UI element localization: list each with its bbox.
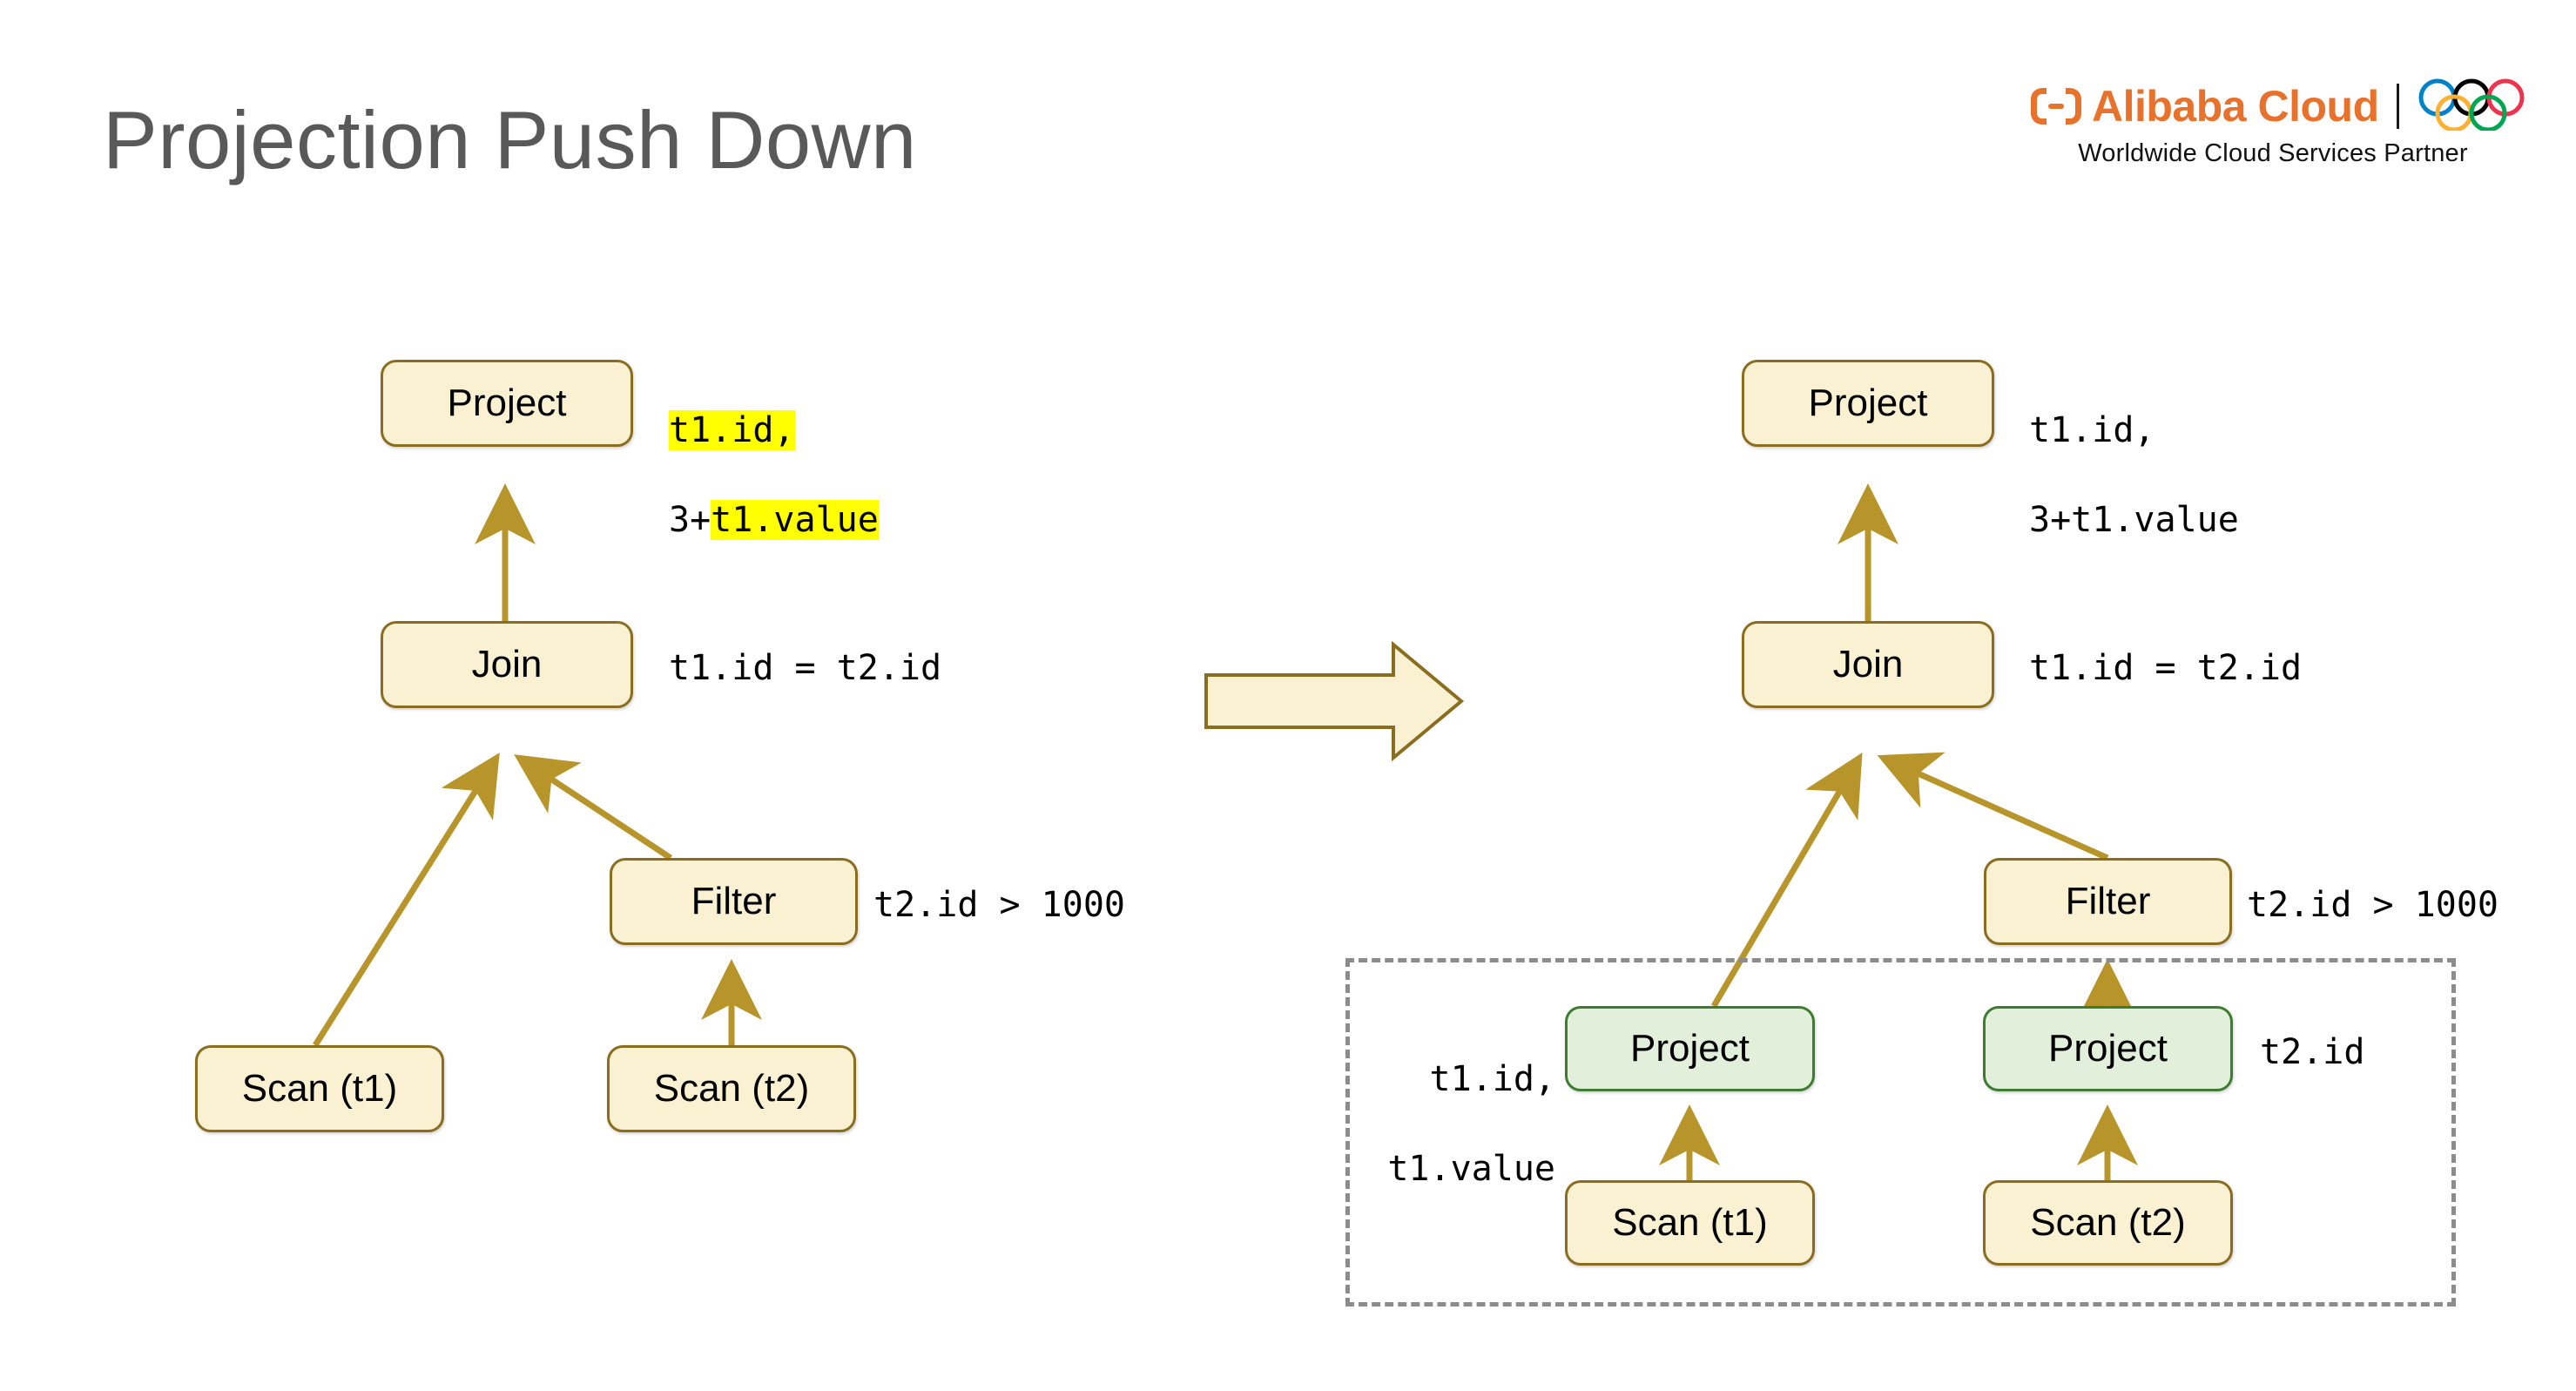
annotation-left-filter: t2.id > 1000 [873,885,1125,925]
annotation-right-project-t1-line2: t1.value [1387,1148,1555,1189]
node-left-scan-t2[interactable]: Scan (t2) [607,1045,856,1132]
annotation-hl-t1-id: t1.id, [669,410,795,451]
node-label: Join [1832,643,1904,685]
node-right-scan-t1[interactable]: Scan (t1) [1565,1180,1815,1266]
annotation-right-filter: t2.id > 1000 [2247,885,2498,925]
node-label: Scan (t1) [241,1067,398,1110]
logo-divider [2396,84,2399,129]
annotation-hl-t1-value: t1.value [711,499,879,540]
node-right-project-t2[interactable]: Project [1983,1006,2233,1091]
annotation-right-project-line2: 3+t1.value [2029,499,2239,540]
node-right-project[interactable]: Project [1742,360,1994,447]
node-label: Join [471,643,543,685]
node-right-scan-t2[interactable]: Scan (t2) [1983,1180,2233,1266]
annotation-right-project-t2: t2.id [2260,1032,2365,1072]
node-right-filter[interactable]: Filter [1984,858,2232,945]
node-left-join[interactable]: Join [381,621,633,708]
node-right-project-t1[interactable]: Project [1565,1006,1815,1091]
node-label: Scan (t2) [653,1067,810,1110]
node-label: Filter [2065,880,2151,922]
node-right-join[interactable]: Join [1742,621,1994,708]
annotation-right-project: t1.id, 3+t1.value [2029,364,2239,587]
brand-name: Alibaba Cloud [2092,82,2379,131]
edge-scan-t1-to-join [313,753,500,1047]
edge-r-filter-to-join [1877,752,2109,861]
node-label: Scan (t1) [1612,1201,1768,1244]
page-title: Projection Push Down [103,94,917,186]
annotation-prefix-3plus: 3+ [669,499,711,540]
node-left-filter[interactable]: Filter [610,858,858,945]
node-label: Project [2048,1027,2168,1070]
node-label: Project [1630,1027,1750,1070]
logo-tagline: Worldwide Cloud Services Partner [2078,139,2468,167]
node-label: Project [447,382,567,424]
annotation-left-project: t1.id, 3+t1.value [669,364,879,587]
annotation-right-project-t1: t1.id, t1.value [1352,1013,1555,1236]
annotation-left-join: t1.id = t2.id [669,648,942,688]
alibaba-cloud-mark-icon [2029,86,2083,126]
edge-filter-to-join [514,754,672,861]
node-label: Project [1808,382,1928,424]
olympic-rings-icon [2417,78,2547,135]
annotation-right-join: t1.id = t2.id [2029,648,2303,688]
brand-logo: Alibaba Cloud Worldwide Cloud Services P… [2029,78,2525,174]
annotation-right-project-t1-line1: t1.id, [1429,1059,1556,1100]
pushdown-group-boundary [1345,958,2456,1307]
node-left-project[interactable]: Project [381,360,633,447]
annotation-right-project-line1: t1.id, [2029,410,2155,451]
node-left-scan-t1[interactable]: Scan (t1) [195,1045,444,1132]
node-label: Filter [691,880,777,922]
transform-arrow [1204,640,1465,762]
node-label: Scan (t2) [2030,1201,2186,1244]
